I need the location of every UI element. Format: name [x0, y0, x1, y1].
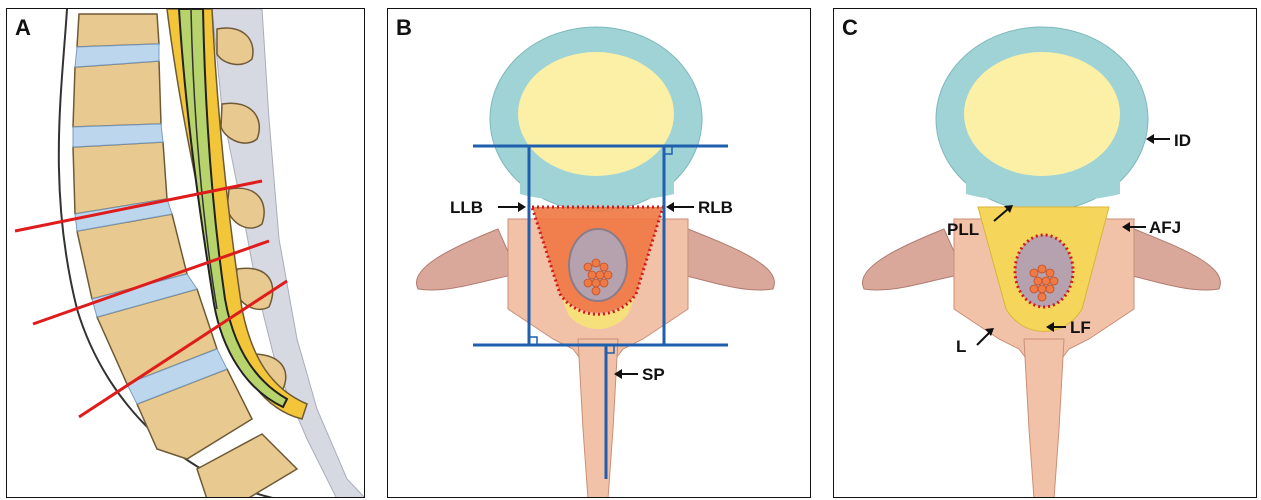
panel-a: A — [6, 8, 365, 498]
right-transverse-process — [678, 229, 774, 290]
sagittal-spine-illustration — [7, 9, 365, 498]
left-transverse-process — [416, 229, 518, 290]
label-afj: AFJ — [1149, 218, 1181, 237]
panel-letter-a: A — [15, 15, 31, 41]
axial-vertebra-measurement: LLB RLB SP — [388, 9, 811, 498]
spinous-process — [1024, 339, 1064, 498]
label-pll: PLL — [947, 220, 979, 239]
panel-b: LLB RLB SP B — [387, 8, 811, 498]
label-lf: LF — [1070, 318, 1091, 337]
axial-vertebra-anatomy: ID PLL AFJ L LF — [834, 9, 1257, 498]
label-llb: LLB — [450, 198, 483, 217]
label-rlb: RLB — [698, 198, 733, 217]
label-id: ID — [1174, 131, 1191, 150]
spinous-process — [578, 339, 618, 498]
label-l: L — [956, 337, 966, 356]
label-sp: SP — [642, 365, 665, 384]
right-transverse-process — [1124, 229, 1220, 290]
panel-letter-c: C — [842, 15, 858, 41]
disc-nucleus — [518, 52, 674, 176]
disc-nucleus — [964, 52, 1120, 176]
panel-letter-b: B — [396, 15, 412, 41]
panel-c: ID PLL AFJ L LF C — [833, 8, 1257, 498]
